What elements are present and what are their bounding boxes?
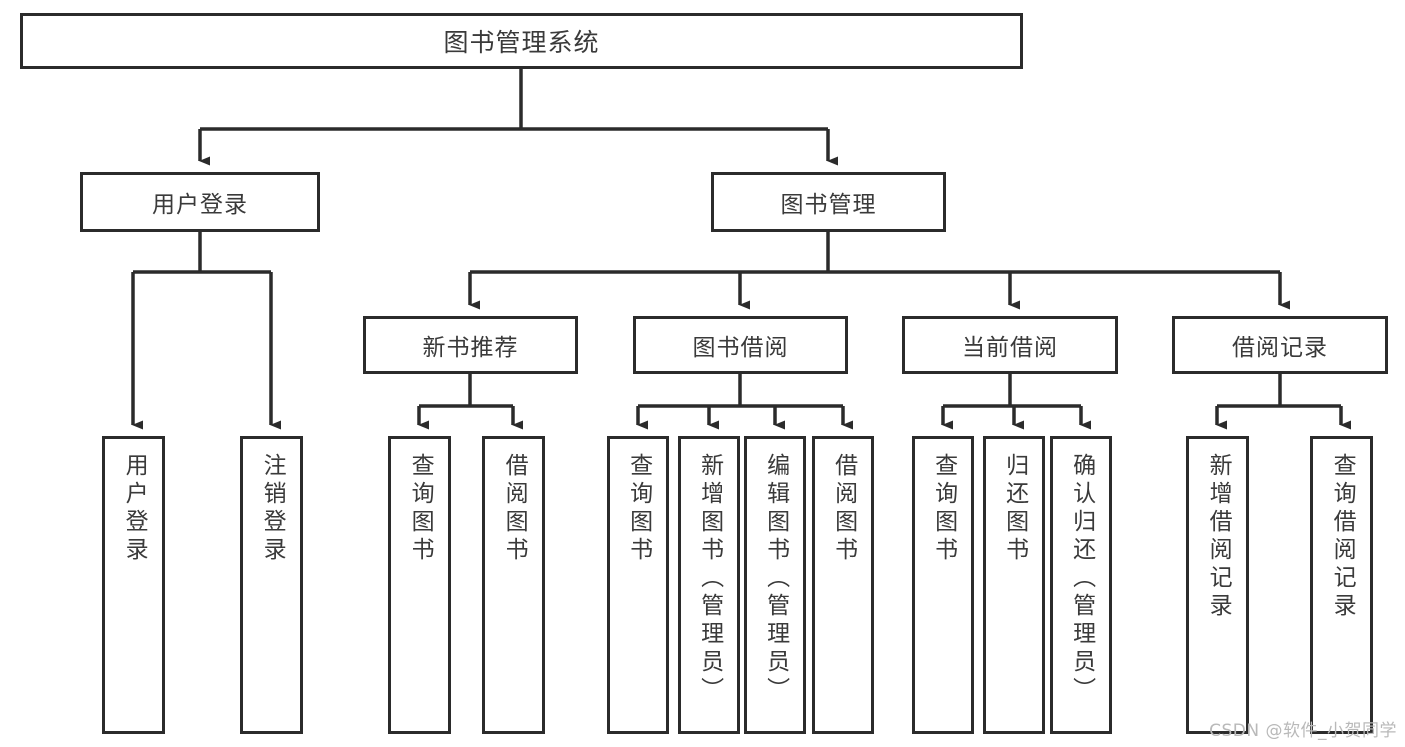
node-label: 归还图书 xyxy=(1001,453,1028,565)
node-leaf-0[interactable]: 用户登录 xyxy=(102,436,165,734)
node-label: 新增图书（管理员） xyxy=(696,453,723,705)
node-leaf-9[interactable]: 归还图书 xyxy=(983,436,1045,734)
node-leaf-5[interactable]: 新增图书（管理员） xyxy=(678,436,740,734)
node-label: 编辑图书（管理员） xyxy=(762,453,789,705)
node-label: 图书借阅 xyxy=(692,335,789,361)
node-level3-3[interactable]: 借阅记录 xyxy=(1172,316,1388,374)
node-label: 用户登录 xyxy=(152,192,248,218)
node-label: 查询图书 xyxy=(625,453,652,565)
node-label: 新书推荐 xyxy=(422,335,519,361)
node-label: 查询图书 xyxy=(930,453,957,565)
node-level3-2[interactable]: 当前借阅 xyxy=(902,316,1118,374)
node-level3-1[interactable]: 图书借阅 xyxy=(633,316,848,374)
node-leaf-2[interactable]: 查询图书 xyxy=(388,436,451,734)
node-label: 借阅记录 xyxy=(1232,335,1328,361)
node-label: 用户登录 xyxy=(121,453,148,565)
node-label: 查询借阅记录 xyxy=(1329,453,1356,621)
node-leaf-1[interactable]: 注销登录 xyxy=(240,436,303,734)
node-label: 图书管理 xyxy=(780,192,877,218)
node-level3-0[interactable]: 新书推荐 xyxy=(363,316,578,374)
node-root-图书管理系统[interactable]: 图书管理系统 xyxy=(20,13,1023,69)
node-label: 当前借阅 xyxy=(962,335,1058,361)
node-label: 借阅图书 xyxy=(501,453,528,565)
node-label: 查询图书 xyxy=(407,453,434,565)
node-level2-0[interactable]: 用户登录 xyxy=(80,172,320,232)
node-label: 借阅图书 xyxy=(830,453,857,565)
node-leaf-7[interactable]: 借阅图书 xyxy=(812,436,874,734)
node-level2-1[interactable]: 图书管理 xyxy=(711,172,946,232)
node-leaf-10[interactable]: 确认归还（管理员） xyxy=(1050,436,1112,734)
node-leaf-6[interactable]: 编辑图书（管理员） xyxy=(744,436,806,734)
node-label: 确认归还（管理员） xyxy=(1068,453,1095,705)
node-leaf-3[interactable]: 借阅图书 xyxy=(482,436,545,734)
node-label: 注销登录 xyxy=(259,453,286,565)
node-leaf-11[interactable]: 新增借阅记录 xyxy=(1186,436,1249,734)
watermark-credit: CSDN @软件_小贺同学 xyxy=(1209,721,1397,741)
node-label: 图书管理系统 xyxy=(443,28,600,57)
node-leaf-8[interactable]: 查询图书 xyxy=(912,436,974,734)
node-label: 新增借阅记录 xyxy=(1205,453,1232,621)
node-leaf-12[interactable]: 查询借阅记录 xyxy=(1310,436,1373,734)
node-leaf-4[interactable]: 查询图书 xyxy=(607,436,669,734)
